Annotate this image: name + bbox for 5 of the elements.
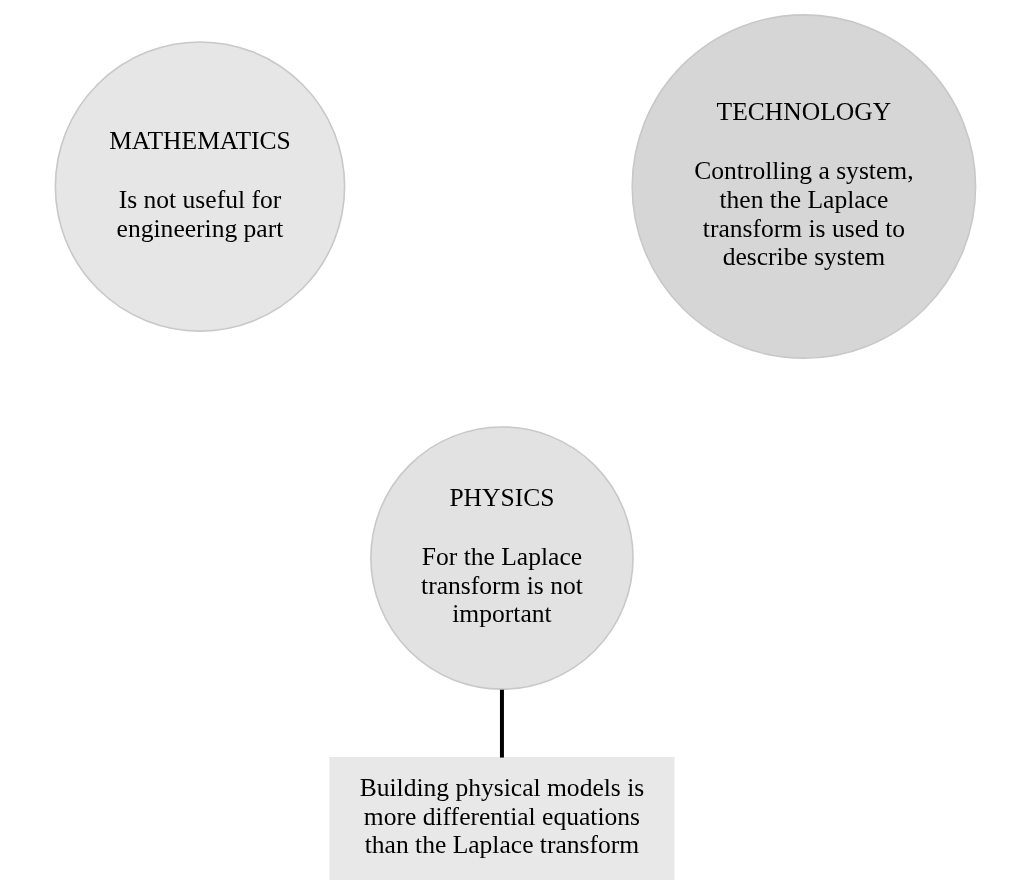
node-circle: MATHEMATICS Is not useful for engineering part [54, 41, 345, 332]
node-circle: TECHNOLOGY Controlling a system, then the Laplace transform is used to describe system [630, 14, 976, 360]
node-circle: PHYSICS For the Laplace transform is not important [369, 426, 634, 690]
connector [499, 689, 504, 758]
node-box: Building physical models is more differential equations than the Laplace transform [328, 756, 674, 880]
